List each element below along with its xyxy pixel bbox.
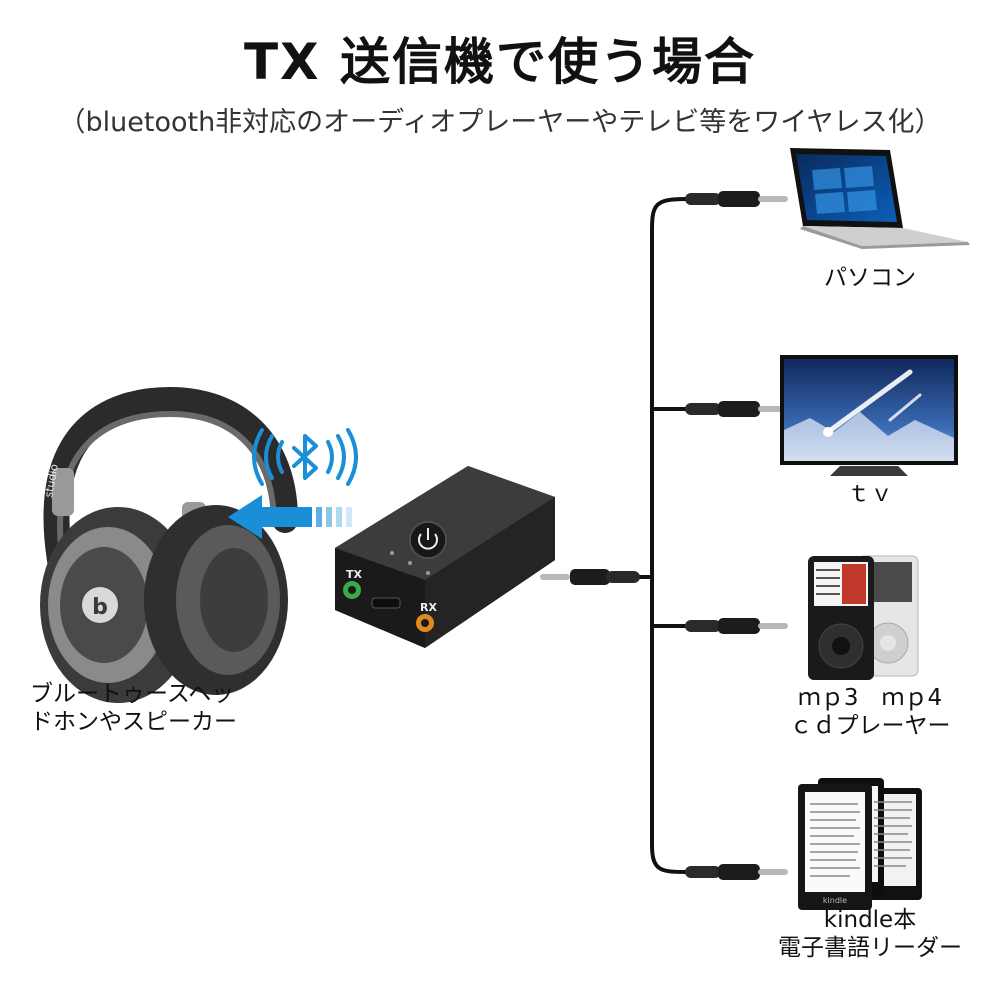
mp3-player-image xyxy=(808,555,919,680)
kindle-label-line1: kindle本 xyxy=(823,907,917,933)
headphones-brand: studio xyxy=(42,463,61,499)
audio-plug-pc xyxy=(685,191,788,207)
page-subtitle: （bluetooth非対応のオーディオプレーヤーやテレビ等をワイヤレス化） xyxy=(58,107,942,138)
headphones-label: ブルートゥースヘッ ドホンやスピーカー xyxy=(30,680,290,736)
mp3-label-line2: ｃｄプレーヤー xyxy=(789,713,951,739)
audio-plug-transmitter xyxy=(540,569,640,585)
tx-port-label: TX xyxy=(346,568,363,581)
kindle-image xyxy=(798,778,922,910)
kindle-brand: kindle xyxy=(823,896,847,905)
audio-cable-network xyxy=(604,197,687,874)
mp3-label: ｍｐ3 ｍｐ4 ｃｄプレーヤー xyxy=(760,684,980,740)
tv-image xyxy=(780,355,958,476)
headphones-label-line1: ブルートゥースヘッ xyxy=(30,681,235,707)
page-title: TX 送信機で使う場合 xyxy=(243,33,757,91)
kindle-label: kindle本 電子書語リーダー xyxy=(760,906,980,962)
bluetooth-icon xyxy=(252,428,358,486)
audio-plug-mp3 xyxy=(685,618,788,634)
audio-plug-tv xyxy=(685,401,788,417)
mp3-label-line1: ｍｐ3 ｍｐ4 xyxy=(797,685,943,711)
audio-plug-kindle xyxy=(685,864,788,880)
laptop-image xyxy=(790,148,970,249)
rx-port-label: RX xyxy=(420,601,437,614)
tv-label: ｔｖ xyxy=(847,481,893,507)
headphones-image: b xyxy=(40,386,298,703)
svg-text:b: b xyxy=(92,595,108,620)
headphones-label-line2: ドホンやスピーカー xyxy=(30,709,237,735)
pc-label: パソコン xyxy=(824,265,916,291)
kindle-label-line2: 電子書語リーダー xyxy=(778,935,962,961)
transmitter-device xyxy=(335,466,555,648)
signal-arrow-icon xyxy=(228,495,352,539)
